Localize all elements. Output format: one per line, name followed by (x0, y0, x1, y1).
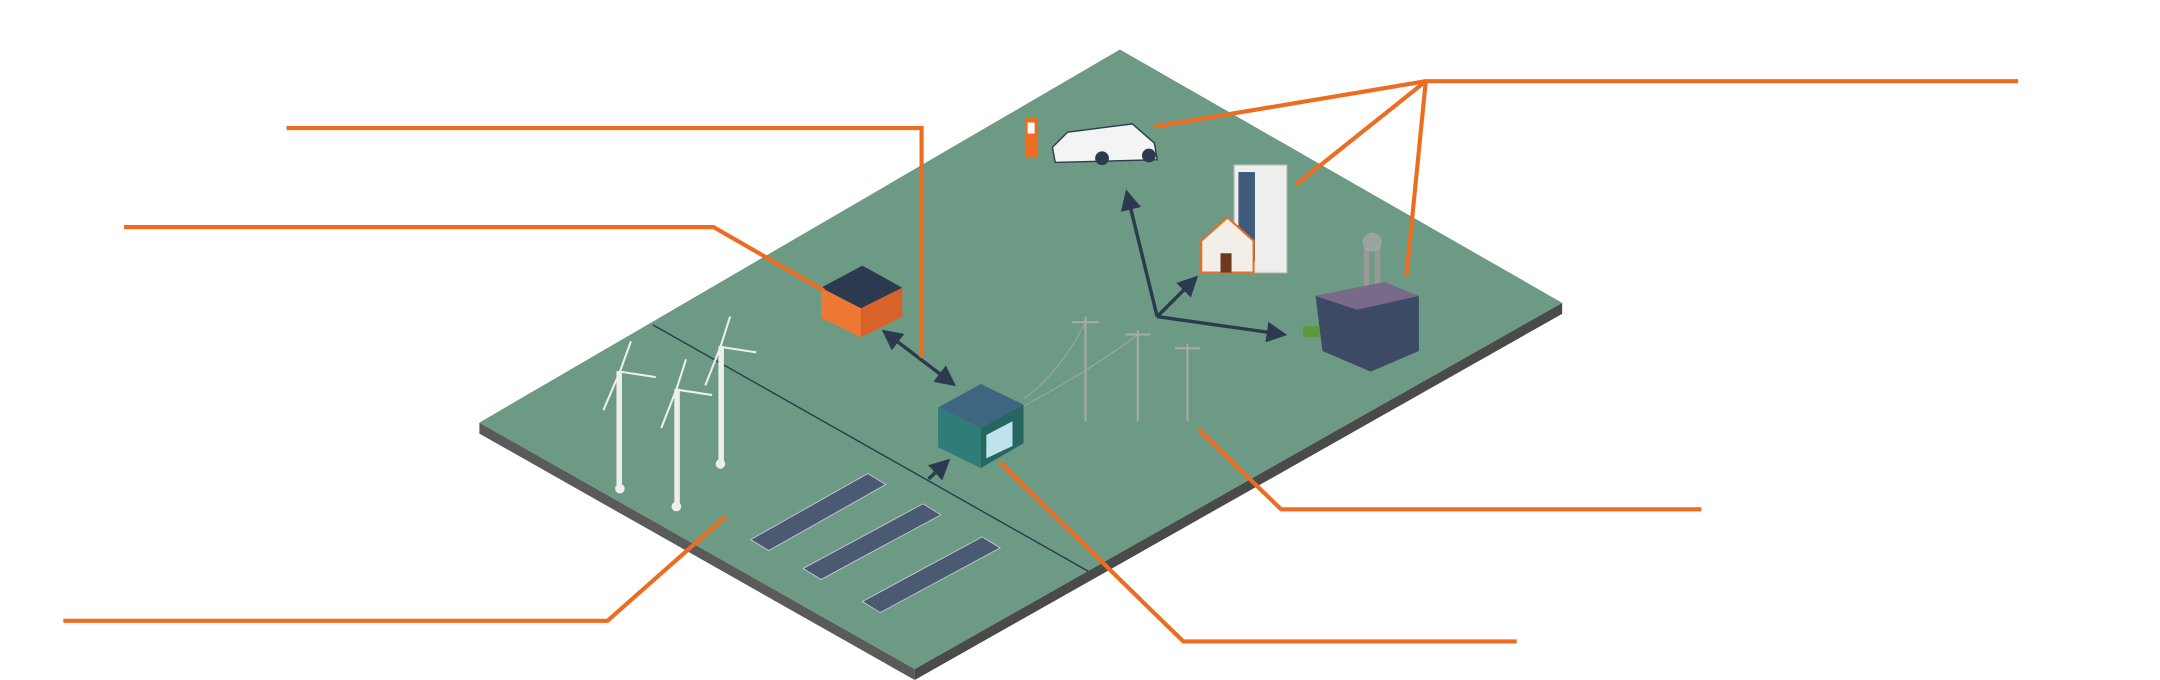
callout-battery (123, 225, 825, 293)
factory-icon (1303, 232, 1419, 372)
callout-substation-link (286, 125, 924, 358)
callout-power-lines (1197, 427, 1702, 512)
power-pole-icon (1023, 316, 1200, 422)
electric-car-icon (1051, 123, 1158, 166)
ground-platform (479, 49, 1563, 680)
battery-icon (821, 265, 903, 338)
callout-consumers (1154, 79, 2019, 129)
ev-charger-icon (1024, 117, 1038, 157)
callout-renewables (63, 514, 728, 623)
solar-panel-icon (749, 473, 1001, 614)
substation-icon (938, 384, 1024, 469)
wind-turbine-icon (602, 316, 757, 512)
callout-substation (998, 461, 1517, 644)
callout-lines (63, 79, 2019, 644)
energy-flow-arrows (881, 189, 1288, 481)
house-icon (1200, 216, 1255, 274)
